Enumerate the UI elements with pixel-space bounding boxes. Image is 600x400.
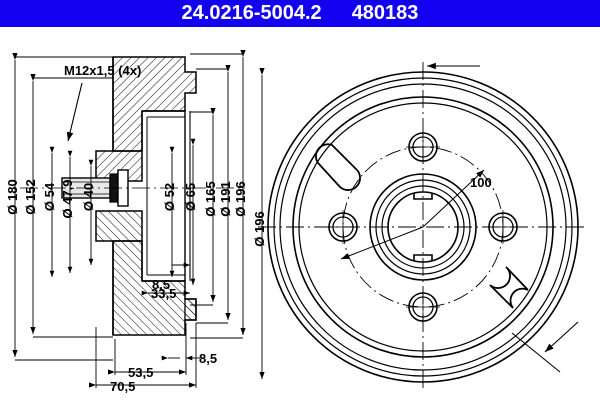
dim-label-d65: Ø 65 (183, 183, 198, 211)
shoulder-step (184, 298, 197, 321)
thread-callout-label: M12x1,5 (4x) (64, 63, 141, 78)
face-slot-group (315, 143, 529, 309)
hub-section (95, 150, 143, 242)
section-view (20, 56, 245, 336)
title-bar: 24.0216-5004.2 480183 (0, 0, 600, 27)
dim-label-d165: Ø 165 (203, 181, 218, 216)
dim-label-d191: Ø 191 (218, 181, 233, 216)
edge-leader-arrow (511, 321, 579, 373)
front-center-lines (258, 62, 588, 392)
pcd-leader (340, 169, 485, 260)
hub-keyway-bottom (413, 254, 433, 261)
hub-keyway-top (413, 193, 433, 200)
dim-label-85-top: 8,5 (152, 277, 170, 292)
left-dimension-lines (12, 52, 113, 361)
drum-body-section (112, 56, 197, 336)
dim-label-d479: Ø 47,9 (60, 179, 75, 218)
dim-label-d180: Ø 180 (5, 179, 20, 214)
pcd-label: 100 (470, 175, 492, 190)
reference-number: 480183 (351, 2, 419, 24)
dim-label-d40: Ø 40 (81, 183, 96, 211)
dim-label-335: 33,5 (151, 286, 176, 301)
part-number: 24.0216-5004.2 (181, 2, 322, 24)
dim-label-d52: Ø 52 (162, 183, 177, 211)
technical-drawing-area: Ø 180 Ø 152 Ø 54 Ø 47,9 Ø 40 Ø 52 Ø 65 Ø… (0, 27, 600, 400)
face-slot-upper-left (315, 143, 361, 191)
dim-label-705: 70,5 (110, 379, 135, 394)
dim-label-85-bottom: 8,5 (199, 351, 217, 366)
dim-label-d54: Ø 54 (42, 182, 57, 211)
dim-label-d152: Ø 152 (23, 179, 38, 214)
right-dimension-lines (169, 49, 246, 339)
drawing-svg: Ø 180 Ø 152 Ø 54 Ø 47,9 Ø 40 Ø 52 Ø 65 Ø… (5, 49, 588, 394)
dim-label-d196: Ø 196 (233, 181, 248, 216)
thread-callout-leader (66, 82, 83, 142)
dim-label-front-d196: Ø 196 (252, 211, 267, 246)
face-slot-lower-right (489, 266, 529, 309)
front-view: 100 Ø 196 (252, 62, 588, 392)
linear-dimension-lines (88, 257, 200, 388)
dim-label-535: 53,5 (128, 365, 153, 380)
drum-outline (112, 57, 191, 335)
